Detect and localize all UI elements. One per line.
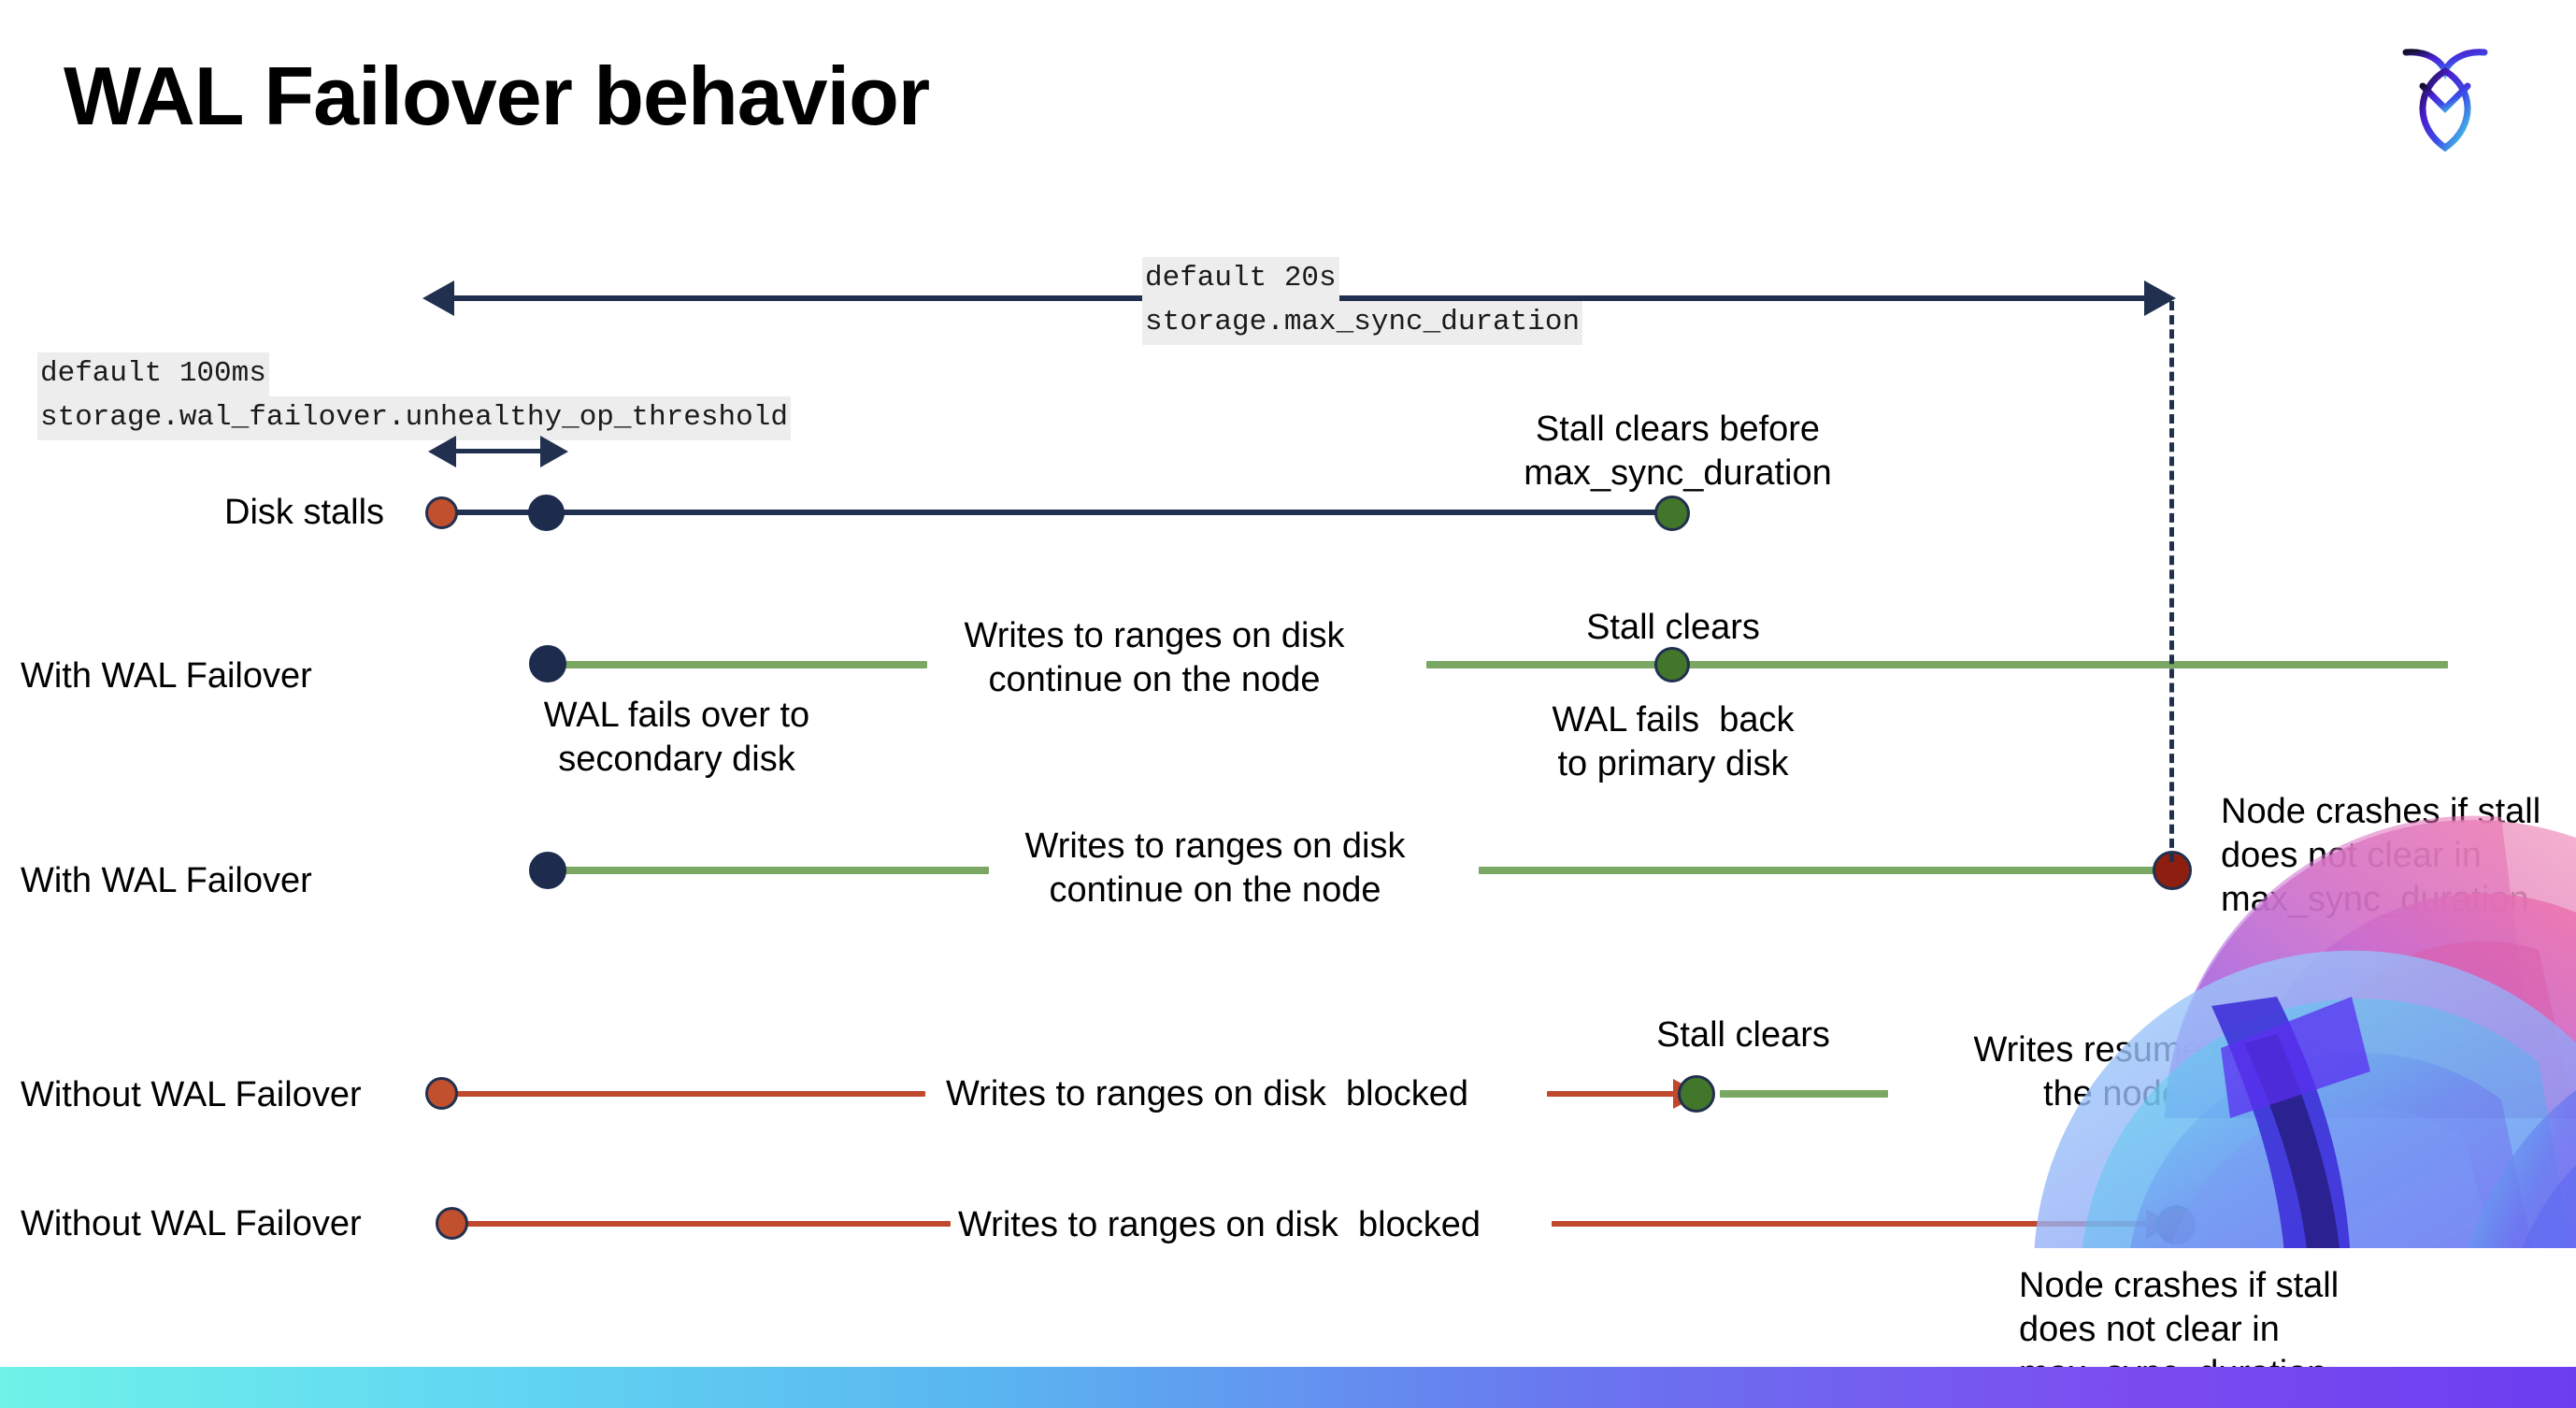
row-label-disk-stalls: Disk stalls (224, 493, 385, 532)
threshold-arrow-right-head (540, 436, 568, 467)
note-wal-fails-over: WAL fails over to secondary disk (543, 696, 810, 780)
without-wal-1-stall-cleared-marker (1678, 1075, 1715, 1113)
without-wal-2-stall-start-marker (436, 1207, 468, 1240)
wal-failover-1-segment-left (553, 661, 927, 668)
disk-stall-detected-marker (528, 495, 565, 531)
max-sync-setting-label: storage.max_sync_duration (1142, 300, 1583, 345)
row-label-with-wal-failover-1: With WAL Failover (21, 656, 312, 696)
without-wal-2-blocked-right (1552, 1221, 2159, 1227)
note-node-crashes-1: Node crashes if stall does not clear in … (2221, 792, 2541, 920)
cockroachdb-logo-icon (2385, 28, 2505, 159)
max-sync-annotation: default 20s storage.max_sync_duration (1142, 257, 1583, 345)
wal-failover-2-segment-left (553, 867, 989, 874)
note-stall-clears-1: Stall clears (1586, 608, 1760, 647)
without-wal-1-blocked-left (449, 1091, 925, 1097)
max-sync-dashed-connector (2169, 301, 2174, 862)
note-writes-blocked-2: Writes to ranges on disk blocked (958, 1205, 1481, 1244)
without-wal-1-blocked-right (1547, 1091, 1680, 1097)
wal-failover-2-failover-marker (529, 852, 566, 889)
disk-stalls-timeline (439, 510, 1675, 515)
wal-failover-2-segment-right (1479, 867, 2170, 874)
threshold-span-line (454, 449, 542, 453)
note-stall-clears-before: Stall clears before max_sync_duration (1524, 409, 1832, 494)
without-wal-2-blocked-left (460, 1221, 951, 1227)
without-wal-1-stall-start-marker (425, 1077, 458, 1110)
note-writes-blocked-1: Writes to ranges on disk blocked (946, 1074, 1469, 1113)
disk-stall-start-marker (425, 496, 458, 529)
threshold-arrow-left-head (428, 436, 456, 467)
without-wal-1-resume-segment (1720, 1090, 1888, 1098)
unhealthy-threshold-annotation: default 100ms storage.wal_failover.unhea… (37, 352, 791, 440)
without-wal-1-resume-segment-far (2292, 1090, 2451, 1098)
row-label-without-wal-failover-1: Without WAL Failover (21, 1075, 362, 1114)
row-label-with-wal-failover-2: With WAL Failover (21, 861, 312, 900)
row-label-without-wal-failover-2: Without WAL Failover (21, 1204, 362, 1243)
note-writes-resume: Writes resume on the node (1973, 1030, 2252, 1114)
note-wal-fails-back: WAL fails back to primary disk (1552, 700, 1795, 784)
wal-failover-1-segment-right (1426, 661, 2448, 668)
note-writes-continue-1: Writes to ranges on disk continue on the… (964, 616, 1345, 700)
disk-stall-cleared-marker (1654, 496, 1690, 531)
max-sync-default-label: default 20s (1142, 257, 1339, 301)
unhealthy-default-label: default 100ms (37, 352, 269, 396)
without-wal-2-crash-marker (2156, 1205, 2196, 1244)
wal-failover-1-failover-marker (529, 645, 566, 682)
note-writes-continue-2: Writes to ranges on disk continue on the… (1024, 826, 1406, 911)
max-sync-arrow-left-head (422, 280, 454, 316)
unhealthy-setting-label: storage.wal_failover.unhealthy_op_thresh… (37, 395, 791, 440)
footer-gradient-bar (0, 1367, 2576, 1408)
wal-failover-1-stall-cleared-marker (1654, 647, 1690, 682)
page-title: WAL Failover behavior (64, 50, 930, 142)
note-stall-clears-2: Stall clears (1656, 1015, 1830, 1055)
